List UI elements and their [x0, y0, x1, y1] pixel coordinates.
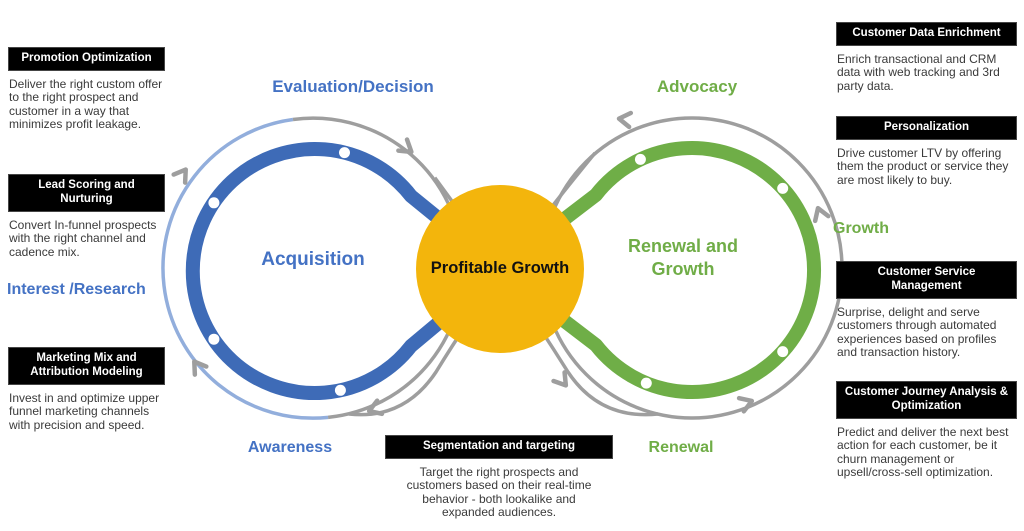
ring-node-dot — [208, 197, 220, 209]
stage-label-growth: Growth — [833, 220, 889, 237]
callout-title: Customer Service Management — [836, 261, 1017, 299]
callout-body: Surprise, delight and serve customers th… — [837, 304, 997, 360]
flow-arrow-icon — [736, 395, 755, 414]
ring-node-dot — [640, 377, 652, 389]
stage-label-renewal: Renewal — [648, 439, 714, 456]
callout-customer-journey-analysis: Customer Journey Analysis & Optimization… — [836, 381, 1017, 480]
ring-node-dot — [208, 333, 220, 345]
callout-marketing-mix-attribution: Marketing Mix and Attribution Modeling I… — [8, 347, 165, 432]
ring-node-dot — [777, 182, 789, 194]
flow-arrow-icon — [171, 167, 188, 185]
outer-loop-left-lightblue-arc — [161, 117, 329, 420]
callout-body: Convert In-funnel prospects with the rig… — [9, 217, 157, 259]
callout-customer-service-management: Customer Service Management Surprise, de… — [836, 261, 1017, 360]
callout-body: Drive customer LTV by offering them the … — [837, 145, 1009, 187]
ring-node-dot — [334, 384, 346, 396]
ring-node-dot — [339, 147, 350, 159]
callout-title: Marketing Mix and Attribution Modeling — [8, 347, 165, 385]
loop-label-acquisition: Acquisition — [261, 249, 365, 270]
stage-label-awareness: Awareness — [247, 439, 333, 456]
callout-title: Personalization — [836, 116, 1017, 140]
flow-arrow-icon — [812, 205, 831, 224]
flow-arrow-icon — [192, 359, 209, 377]
callout-segmentation-and-targeting: Segmentation and targeting Target the ri… — [385, 435, 613, 520]
callout-body: Invest in and optimize upper funnel mark… — [9, 390, 160, 432]
callout-body: Enrich transactional and CRM data with w… — [837, 51, 1000, 93]
flow-arrows — [171, 110, 831, 417]
loop-label-renewal-and-growth: Renewal and Growth — [627, 236, 739, 279]
profitable-growth-label: Profitable Growth — [430, 259, 570, 277]
ring-node-dots — [208, 147, 789, 396]
renewal-ring — [496, 141, 822, 399]
flow-arrow-icon — [366, 398, 385, 417]
callout-personalization: Personalization Drive customer LTV by of… — [836, 116, 1017, 187]
flow-arrow-icon — [396, 137, 414, 155]
flow-arrow-icon — [616, 110, 634, 130]
callout-body: Target the right prospects and customers… — [406, 464, 592, 520]
callout-customer-data-enrichment: Customer Data Enrichment Enrich transact… — [836, 22, 1017, 93]
callout-body: Deliver the right custom offer to the ri… — [9, 76, 163, 132]
stage-label-advocacy: Advocacy — [656, 77, 738, 96]
callout-lead-scoring-and-nurturing: Lead Scoring and Nurturing Convert In-fu… — [8, 174, 165, 259]
callout-title: Customer Data Enrichment — [836, 22, 1017, 46]
profitable-growth-circle — [416, 185, 584, 353]
callout-title: Segmentation and targeting — [385, 435, 613, 459]
callout-body: Predict and deliver the next best action… — [837, 424, 1009, 480]
ring-node-dot — [777, 346, 789, 358]
stage-label-interest-research: Interest /Research — [7, 281, 146, 298]
ring-node-dot — [634, 153, 646, 165]
callout-title: Customer Journey Analysis & Optimization — [836, 381, 1017, 419]
stage-label-evaluation-decision: Evaluation/Decision — [272, 77, 434, 96]
callout-title: Promotion Optimization — [8, 47, 165, 71]
callout-title: Lead Scoring and Nurturing — [8, 174, 165, 212]
callout-promotion-optimization: Promotion Optimization Deliver the right… — [8, 47, 165, 132]
flow-arrow-icon — [551, 370, 569, 388]
